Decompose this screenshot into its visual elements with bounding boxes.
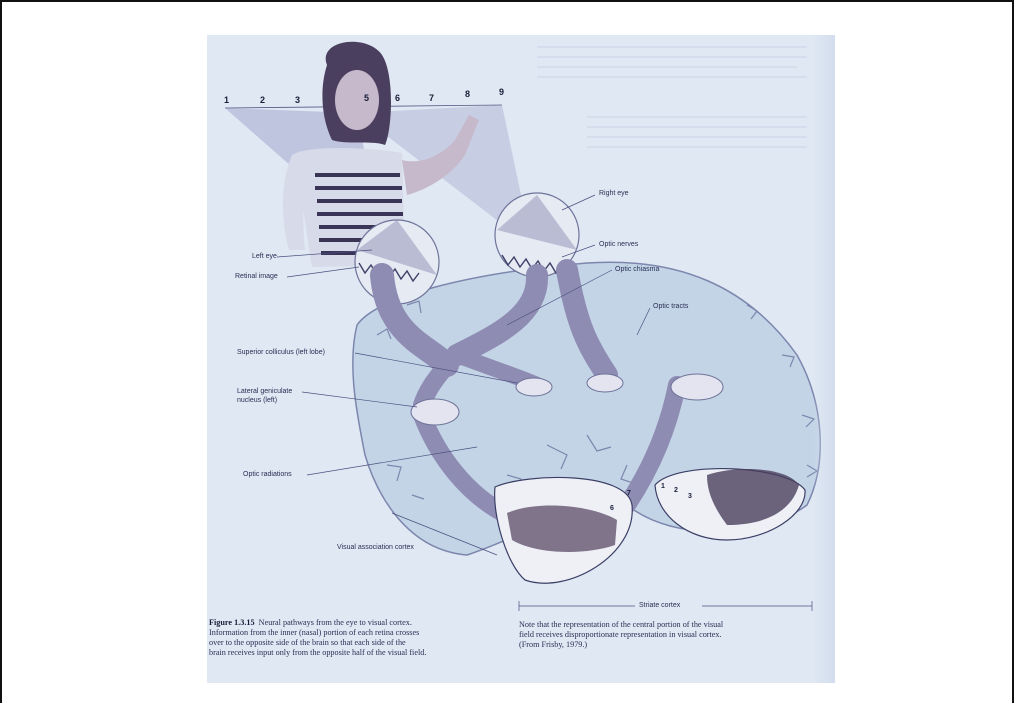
caption-left-line2: Information from the inner (nasal) porti… [209, 628, 509, 638]
field-number-2: 2 [260, 95, 265, 105]
caption-left-line3: over to the opposite side of the brain s… [209, 638, 509, 648]
label-lgn-line2: nucleus (left) [237, 397, 277, 405]
caption-right-line2: field receives disproportionate represen… [519, 630, 819, 640]
superior-colliculus-left [516, 378, 552, 396]
label-superior-colliculus: Superior colliculus (left lobe) [237, 349, 325, 357]
bleed-through-text [537, 47, 807, 147]
label-right-eye: Right eye [599, 190, 629, 198]
cortex-number-3: 3 [688, 493, 692, 500]
visual-pathway-diagram [207, 35, 835, 683]
label-optic-nerves: Optic nerves [599, 241, 638, 249]
caption-left: Figure 1.3.15 Neural pathways from the e… [209, 618, 509, 658]
label-striate-cortex: Striate cortex [639, 602, 680, 610]
label-optic-chiasma: Optic chiasma [615, 266, 659, 274]
lgn-right [671, 374, 723, 400]
lgn-left [411, 399, 459, 425]
label-retinal-image: Retinal image [235, 273, 278, 281]
textbook-scan: 1 2 3 5 6 7 8 9 Right eye Optic nerves O… [207, 35, 835, 683]
cortex-number-1: 1 [661, 483, 665, 490]
caption-right-line3: (From Frisby, 1979.) [519, 640, 819, 650]
superior-colliculus-right [587, 374, 623, 392]
field-number-7: 7 [429, 93, 434, 103]
field-number-3: 3 [295, 95, 300, 105]
label-optic-tracts: Optic tracts [653, 303, 688, 311]
label-lgn-line1: Lateral geniculate [237, 388, 292, 396]
field-number-5: 5 [364, 93, 369, 103]
figure-label: Figure 1.3.15 [209, 618, 255, 627]
cortex-number-7: 7 [627, 490, 631, 497]
label-visual-association-cortex: Visual association cortex [337, 544, 414, 552]
field-number-6: 6 [395, 93, 400, 103]
field-number-8: 8 [465, 89, 470, 99]
caption-right-line1: Note that the representation of the cent… [519, 620, 819, 630]
caption-left-line4: brain receives input only from the oppos… [209, 648, 509, 658]
cortex-number-2: 2 [674, 487, 678, 494]
label-optic-radiations: Optic radiations [243, 471, 292, 479]
field-number-9: 9 [499, 87, 504, 97]
field-number-1: 1 [224, 95, 229, 105]
label-left-eye: Left eye [252, 253, 277, 261]
caption-right: Note that the representation of the cent… [519, 620, 819, 650]
caption-left-line1: Neural pathways from the eye to visual c… [259, 618, 412, 627]
cortex-number-6: 6 [610, 505, 614, 512]
